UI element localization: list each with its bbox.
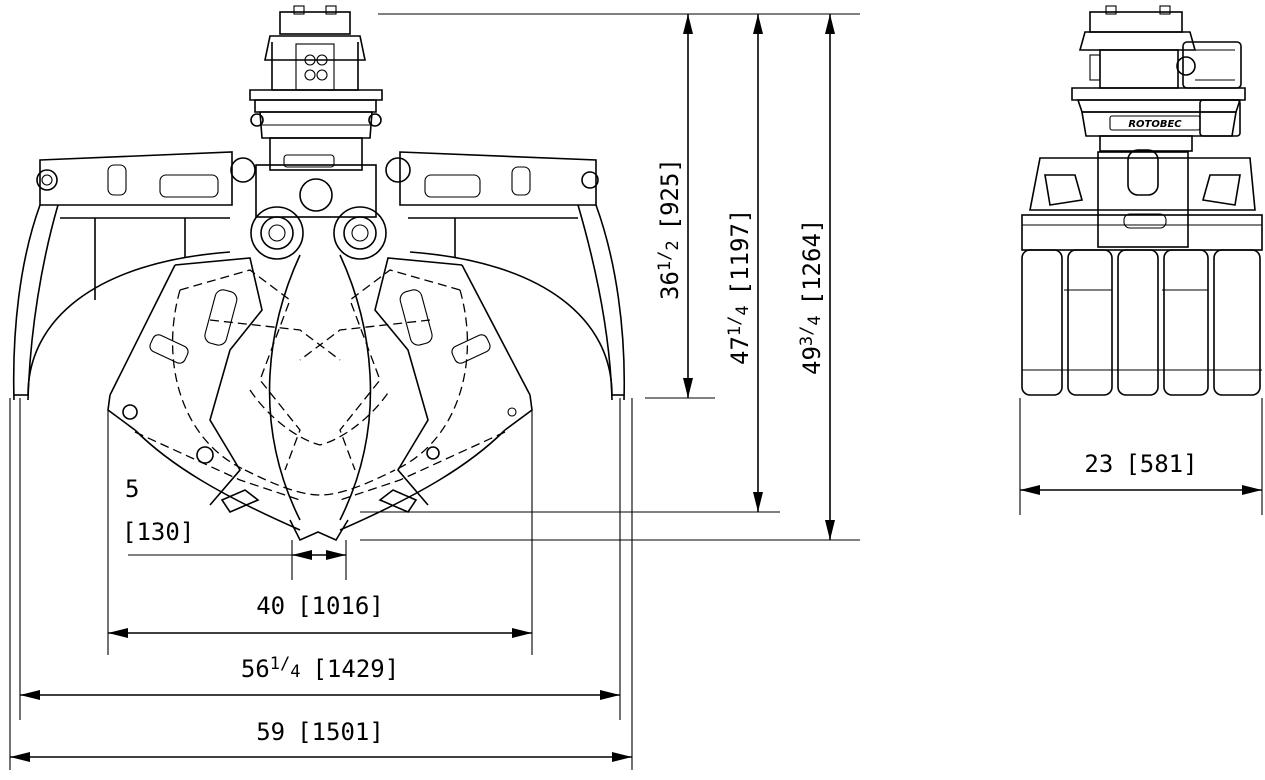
svg-text:361/2[925]: 361/2[925] — [655, 158, 684, 300]
dim-height-rotator-den: 2 — [663, 240, 683, 250]
dim-height-rotator: 361/2[925] — [655, 158, 684, 300]
dim-height-open-den: 4 — [733, 305, 753, 315]
dim-width-outer-whole: 59 — [256, 718, 285, 746]
dim-height-total-den: 4 — [805, 315, 825, 325]
dim-height-rotator-metric: 925 — [656, 173, 684, 216]
dim-tip-gap-metric: 130 — [136, 518, 179, 546]
dim-height-total-whole: 49 — [798, 346, 826, 375]
dim-width-mid-den: 4 — [290, 662, 300, 682]
dim-width-inner: 40[1016] — [256, 592, 384, 620]
dim-height-open-metric: 1197 — [726, 223, 754, 281]
dim-tip-gap-metric-group: [130] — [122, 518, 194, 546]
dim-width-mid: 561/4[1429] — [241, 654, 399, 683]
front-view — [9, 5, 860, 770]
brand-plate: ROTOBEC — [1128, 119, 1182, 130]
svg-text:493/4[1264]: 493/4[1264] — [797, 219, 826, 375]
side-view: ROTOBEC — [1019, 5, 1263, 515]
dim-height-open-num: 1 — [725, 326, 745, 336]
dim-width-outer: 59[1501] — [256, 718, 384, 746]
dim-width-side-metric: 581 — [1140, 450, 1183, 478]
side-dimension-lines — [1019, 398, 1263, 515]
dim-height-total-num: 3 — [797, 336, 817, 346]
rotator-side: ROTOBEC — [1071, 5, 1246, 152]
dim-width-mid-num: 1 — [270, 654, 280, 674]
tines-closed — [107, 254, 533, 542]
dim-width-inner-metric: 1016 — [312, 592, 370, 620]
dim-height-rotator-num: 1 — [655, 261, 675, 271]
dim-width-side: 23[581] — [1084, 450, 1197, 478]
dim-tip-gap-whole: 5 — [125, 475, 139, 503]
dim-width-inner-whole: 40 — [256, 592, 285, 620]
tines-open-dashed — [134, 269, 506, 501]
front-dimension-lines — [9, 13, 860, 770]
rotator-front — [249, 5, 383, 171]
dim-height-open: 471/4[1197] — [725, 209, 754, 365]
gripper-frame — [12, 151, 626, 401]
dim-height-open-whole: 47 — [726, 336, 754, 365]
dim-width-mid-metric: 1429 — [327, 655, 385, 683]
dim-width-mid-whole: 56 — [241, 655, 270, 683]
dim-height-total-metric: 1264 — [798, 233, 826, 291]
dim-height-rotator-whole: 36 — [656, 271, 684, 300]
dim-width-outer-metric: 1501 — [312, 718, 370, 746]
svg-text:471/4[1197]: 471/4[1197] — [725, 209, 754, 365]
gripper-side-body — [1021, 149, 1263, 396]
dim-height-total: 493/4[1264] — [797, 219, 826, 375]
dim-width-side-whole: 23 — [1084, 450, 1113, 478]
